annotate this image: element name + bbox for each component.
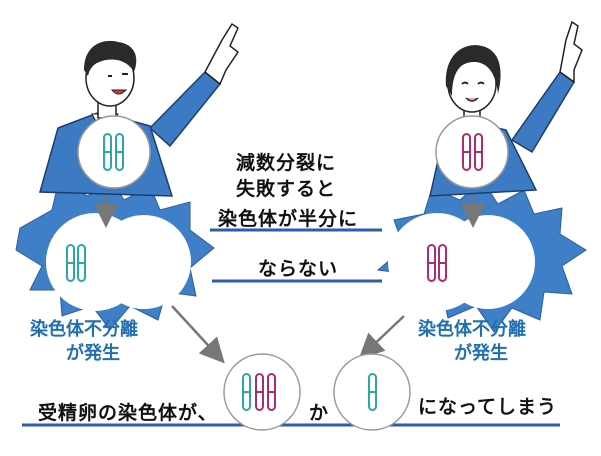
left-label-line2: が発生 — [66, 343, 120, 364]
right-top-cell — [435, 115, 509, 189]
chromosome-pair-magenta-top — [462, 133, 483, 171]
center-text-line2: 失敗すると — [236, 178, 337, 200]
center-text-line3: 染色体が半分に — [218, 208, 359, 230]
right-label-line1: 染色体不分離 — [418, 319, 526, 340]
bottom-middle: か — [309, 402, 330, 424]
bottom-prefix: 受精卵の染色体が、 — [38, 402, 218, 424]
center-text-line4: ならない — [258, 258, 339, 280]
left-label-line1: 染色体不分離 — [30, 319, 138, 340]
arrow-right-diagonal — [358, 315, 405, 359]
left-starburst — [15, 175, 215, 331]
arrow-left-diagonal — [171, 305, 225, 364]
left-top-cell — [77, 115, 151, 189]
bottom-suffix: になってしまう — [418, 396, 558, 418]
right-starburst — [376, 179, 587, 333]
chromosome-set-one — [368, 373, 377, 411]
chromosome-pair-teal-top — [103, 133, 124, 171]
center-text-line1: 減数分裂に — [236, 152, 337, 174]
chromosome-set-three — [242, 373, 276, 411]
chromosome-pair-magenta-right-cell — [427, 244, 447, 282]
right-label-line2: が発生 — [454, 343, 508, 364]
chromosome-pair-teal-left-cell — [66, 244, 86, 282]
